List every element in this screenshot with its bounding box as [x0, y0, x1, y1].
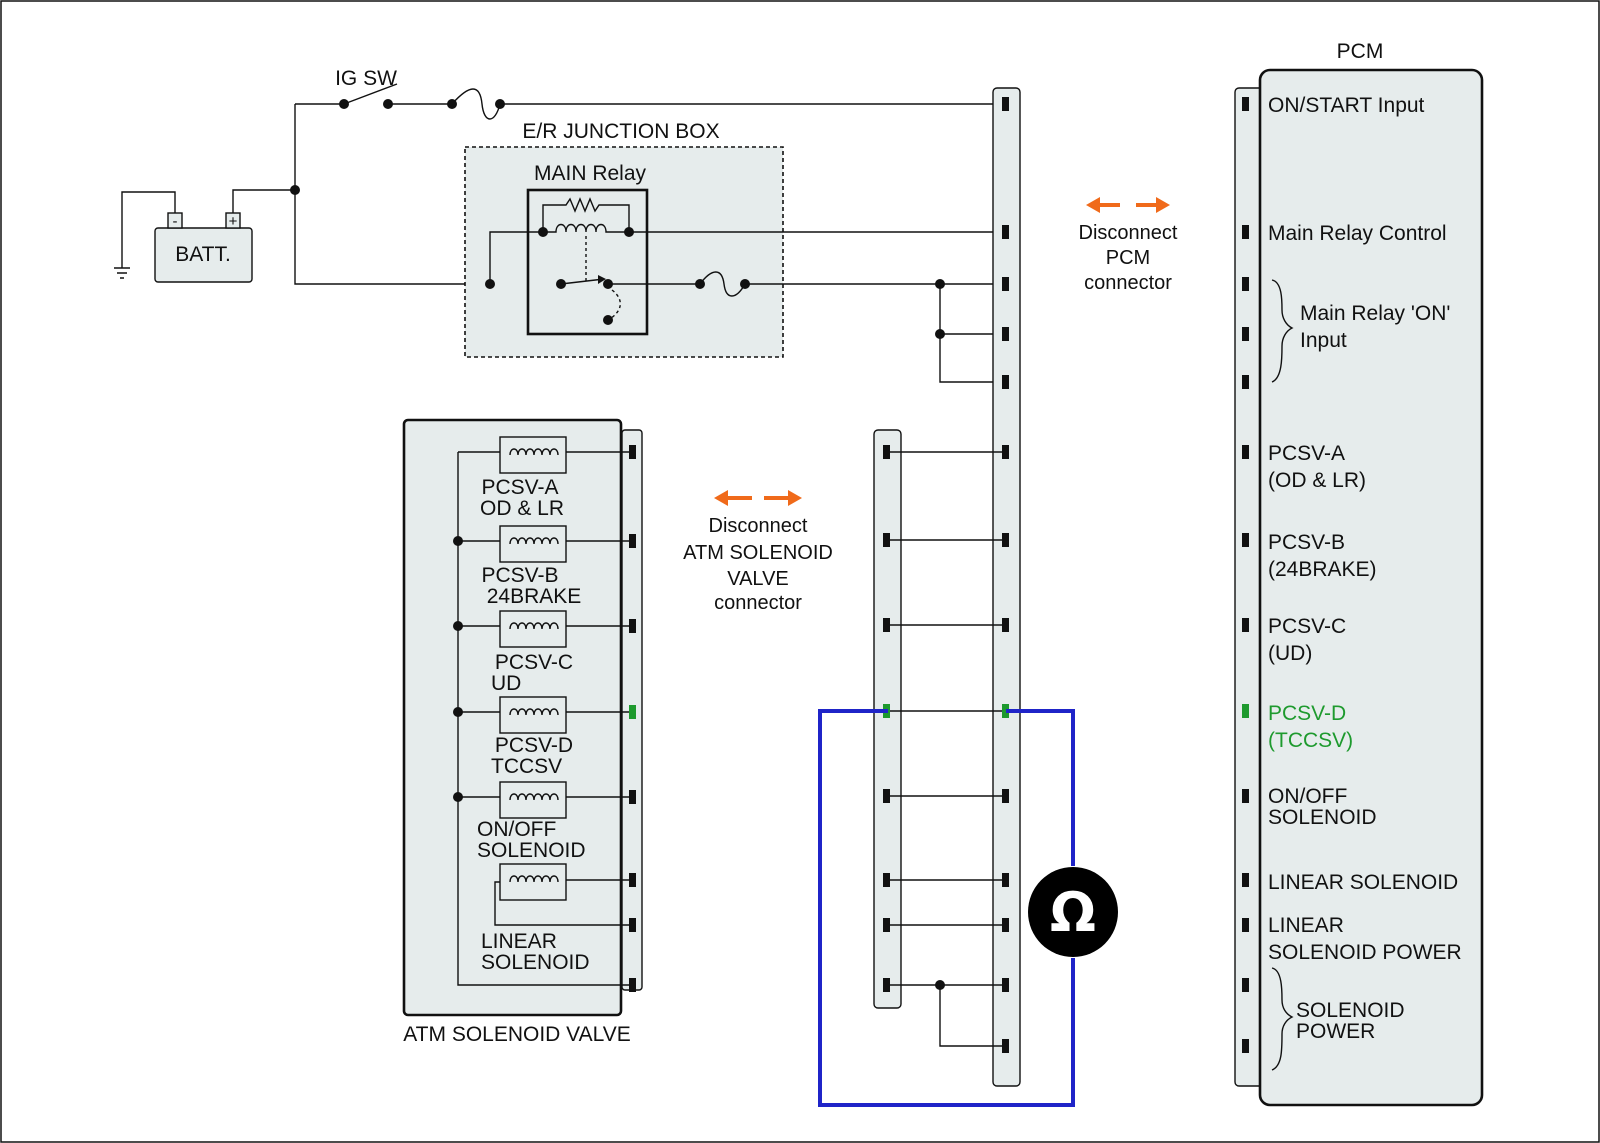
- pcm-harness-connector: [992, 87, 1021, 1087]
- battery-minus: -: [173, 213, 178, 230]
- disconnect-atm-arrow-icon: [714, 490, 802, 506]
- pcm-pin-pcsv-b-1: PCSV-B: [1268, 531, 1345, 554]
- pcm-pin-on-start: ON/START Input: [1268, 94, 1425, 117]
- disconnect-atm-label-3: VALVE: [727, 568, 789, 590]
- solenoid-coil-icon: [499, 863, 567, 901]
- battery-label: BATT.: [175, 243, 231, 266]
- pcm-pin-linear: LINEAR SOLENOID: [1268, 871, 1458, 894]
- pcm-pin-pcsv-c-1: PCSV-C: [1268, 615, 1346, 638]
- pcm-pin-solenoid-power-1: SOLENOID: [1296, 999, 1405, 1022]
- ig-switch: IG SW: [295, 67, 457, 109]
- ig-switch-label: IG SW: [335, 67, 397, 90]
- sol-d-label-2: TCCSV: [491, 755, 562, 778]
- disconnect-atm-label-4: connector: [714, 592, 802, 614]
- pcm-pin-on-off-2: SOLENOID: [1268, 806, 1377, 829]
- disconnect-atm-label-2: ATM SOLENOID: [683, 542, 833, 564]
- ohmmeter-leads: [818, 709, 1075, 1107]
- sol-onoff-label-2: SOLENOID: [477, 839, 586, 862]
- pcm-pin-main-relay-control: Main Relay Control: [1268, 222, 1447, 245]
- disconnect-pcm-label-2: PCM: [1106, 247, 1150, 269]
- solenoid-coil-icon: [499, 436, 567, 474]
- harness-wires: [888, 451, 1006, 1047]
- disconnect-pcm-label-1: Disconnect: [1079, 222, 1178, 244]
- pcm-pin-on-off-1: ON/OFF: [1268, 785, 1347, 808]
- pcm-pin-linear-power-2: SOLENOID POWER: [1268, 941, 1462, 964]
- pcm-pin-pcsv-a-1: PCSV-A: [1268, 442, 1345, 465]
- sol-onoff-label-1: ON/OFF: [477, 818, 556, 841]
- disconnect-pcm-arrow-icon: [1086, 197, 1170, 213]
- junction-box: E/R JUNCTION BOX MAIN Relay: [464, 120, 1006, 358]
- ohmmeter-icon: Ω: [1028, 867, 1118, 957]
- battery-plus: +: [229, 213, 238, 230]
- junction-box-label: E/R JUNCTION BOX: [522, 120, 719, 143]
- pcm-pin-pcsv-d-2: (TCCSV): [1268, 729, 1353, 752]
- pcm-label: PCM: [1337, 40, 1384, 63]
- pcm-pin-pcsv-a-2: (OD & LR): [1268, 469, 1366, 492]
- atm-valve-pins: [629, 445, 636, 992]
- sol-d-label-1: PCSV-D: [495, 734, 573, 757]
- pcm-pin-linear-power-1: LINEAR: [1268, 914, 1344, 937]
- solenoid-coil-icon: [499, 610, 567, 648]
- pcm-harness-pins: [1002, 97, 1009, 1053]
- ohm-symbol: Ω: [1050, 881, 1096, 944]
- sol-b-label-1: PCSV-B: [481, 564, 558, 587]
- solenoid-coil-icon: [499, 781, 567, 819]
- main-relay: [526, 188, 649, 336]
- pcm-pin-solenoid-power-2: POWER: [1296, 1020, 1375, 1043]
- sol-linear-label-2: SOLENOID: [481, 951, 590, 974]
- sol-a-label-2: OD & LR: [480, 497, 564, 520]
- pcm-pin-main-relay-on-2: Input: [1300, 329, 1347, 352]
- solenoid-coil-icon: [499, 696, 567, 734]
- pcm-pin-pcsv-b-2: (24BRAKE): [1268, 558, 1377, 581]
- pcm-pin-pcsv-d-1: PCSV-D: [1268, 702, 1346, 725]
- disconnect-pcm-label-3: connector: [1084, 272, 1172, 294]
- sol-c-label-2: UD: [491, 672, 521, 695]
- pcm-pin-labels: ON/START Input Main Relay Control Main R…: [1268, 94, 1462, 1071]
- sol-b-label-2: 24BRAKE: [487, 585, 582, 608]
- pcm-pin-pcsv-c-2: (UD): [1268, 642, 1312, 665]
- pcm-module-pins: [1242, 97, 1249, 1053]
- atm-valve-label: ATM SOLENOID VALVE: [403, 1023, 631, 1046]
- solenoid-coil-icon: [499, 525, 567, 563]
- atm-solenoid-valve: ATM SOLENOID VALVE PCSV-A OD & LR PCSV-B…: [402, 418, 632, 1046]
- disconnect-atm-label-1: Disconnect: [709, 515, 808, 537]
- atm-harness-connector: [873, 429, 902, 1009]
- sol-c-label-1: PCSV-C: [495, 651, 573, 674]
- sol-a-label-1: PCSV-A: [481, 476, 558, 499]
- ground-icon: [114, 191, 176, 279]
- battery: BATT. - +: [154, 212, 253, 283]
- pcm-pin-main-relay-on-1: Main Relay 'ON': [1300, 302, 1450, 325]
- main-relay-label: MAIN Relay: [534, 162, 647, 185]
- sol-linear-label-1: LINEAR: [481, 930, 557, 953]
